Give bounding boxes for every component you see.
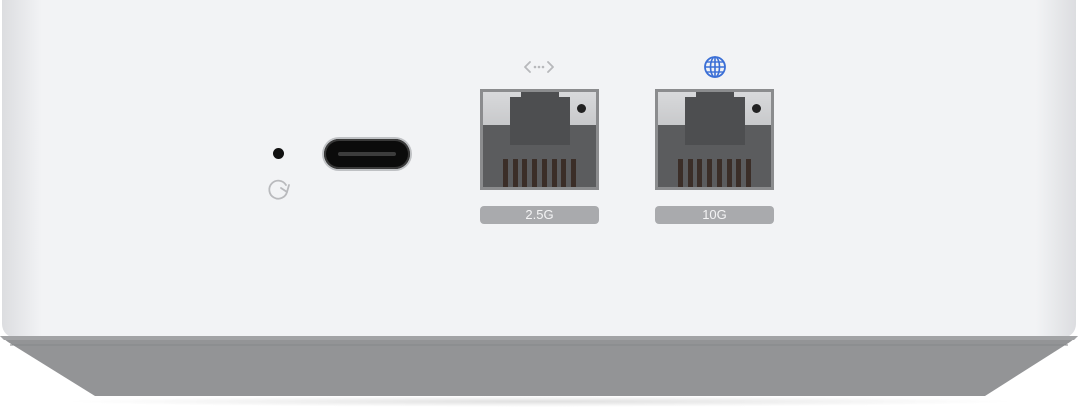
port-pins [503, 159, 576, 187]
port-led [752, 104, 761, 113]
port-pins [678, 159, 751, 187]
reset-icon [268, 179, 290, 200]
port-latch [510, 97, 570, 145]
device-shadow [60, 396, 1020, 407]
globe-icon [700, 56, 730, 78]
rj45-port-wan[interactable] [655, 89, 774, 190]
speed-badge-wan: 10G [655, 206, 774, 224]
device-base [0, 336, 1078, 396]
rj45-port-lan[interactable] [480, 89, 599, 190]
reset-button[interactable] [273, 148, 284, 159]
speed-badge-lan: 2.5G [480, 206, 599, 224]
port-latch [685, 97, 745, 145]
port-led [577, 104, 586, 113]
arrows-icon [524, 56, 554, 78]
usb-c-port[interactable] [324, 139, 410, 169]
usb-c-tongue [338, 152, 396, 156]
